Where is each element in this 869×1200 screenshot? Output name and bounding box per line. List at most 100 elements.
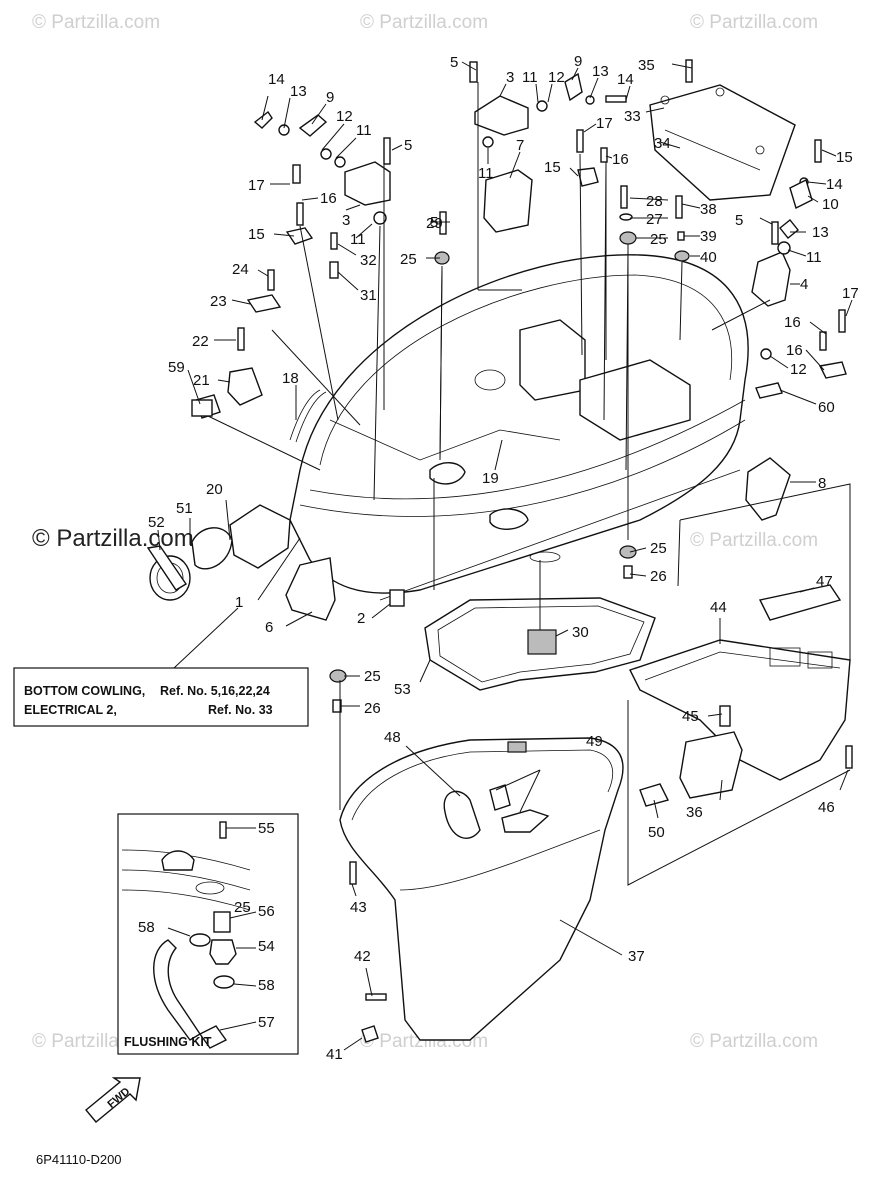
callout: 4 — [800, 276, 808, 293]
callouts: 1 2 3 3 4 5 5 5 5 6 7 8 9 9 10 11 11 11 … — [138, 53, 859, 1063]
callout: 1 — [235, 594, 243, 611]
callout: 17 — [842, 285, 859, 302]
bracket-8 — [745, 457, 791, 521]
ref-box-row2-label: ELECTRICAL 2, — [24, 703, 117, 717]
ref-box-row1-ref: Ref. No. 5,16,22,24 — [160, 684, 270, 698]
callout: 11 — [522, 69, 538, 86]
callout: 8 — [818, 475, 826, 492]
callout: 47 — [816, 573, 833, 590]
callout: 5 — [450, 54, 458, 71]
watermark: © Partzilla.com — [360, 12, 488, 33]
callout: 17 — [596, 115, 613, 132]
bracket-36 — [679, 731, 743, 799]
callout: 42 — [354, 948, 371, 965]
callout: 20 — [206, 481, 223, 498]
callout: 25 — [650, 540, 667, 557]
callout: 30 — [572, 624, 589, 641]
watermark: © Partzilla.com — [690, 530, 818, 551]
watermark: © Partzilla.com — [690, 12, 818, 33]
callout: 11 — [350, 231, 366, 248]
callout: 26 — [364, 700, 381, 717]
callout: 15 — [248, 226, 265, 243]
callout: 7 — [516, 137, 524, 154]
callout: 46 — [818, 799, 835, 816]
bottom-cowling — [289, 254, 749, 601]
callout: 34 — [654, 135, 671, 152]
callout: 10 — [822, 196, 839, 213]
callout: 40 — [700, 249, 717, 266]
callout: 49 — [586, 733, 603, 750]
callout: 36 — [686, 804, 703, 821]
callout: 43 — [350, 899, 367, 916]
label-59 — [191, 399, 213, 417]
callout: 27 — [646, 211, 663, 228]
callout: 50 — [648, 824, 665, 841]
callout: 13 — [592, 63, 609, 80]
callout: 59 — [168, 359, 185, 376]
grommet-50 — [639, 783, 670, 807]
flushing-kit-title: FLUSHING KIT — [124, 1035, 212, 1049]
callout: 56 — [258, 903, 275, 920]
callout: 38 — [700, 201, 717, 218]
callout: 28 — [646, 193, 663, 210]
grommet-45 — [719, 705, 731, 727]
callout: 14 — [617, 71, 634, 88]
diagram-code: 6P41110-D200 — [36, 1152, 122, 1167]
label-60 — [755, 382, 783, 399]
callout: 51 — [176, 500, 193, 517]
bolt-42 — [365, 993, 387, 1001]
flushing-kit-inset: FLUSHING KIT — [117, 813, 299, 1055]
callout: 25 — [650, 231, 667, 248]
callout: 26 — [650, 568, 667, 585]
callout: 21 — [193, 372, 210, 389]
callout: 9 — [574, 53, 582, 70]
ref-box-row1-label: BOTTOM COWLING, — [24, 684, 145, 698]
callout: 57 — [258, 1014, 275, 1031]
callout: 52 — [148, 514, 165, 531]
callout: 16 — [612, 151, 629, 168]
callout: 55 — [258, 820, 275, 837]
electrical-bracket — [649, 59, 796, 201]
callout: 48 — [384, 729, 401, 746]
center-fasteners — [434, 185, 690, 265]
watermark: © Partzilla.com — [690, 1031, 818, 1052]
callout: 3 — [342, 212, 350, 229]
harness-grommet-assembly — [146, 504, 291, 601]
grommet-2 — [389, 589, 405, 607]
callout: 25 — [364, 668, 381, 685]
callout: 11 — [806, 249, 822, 266]
plate-47 — [758, 584, 842, 621]
callout: 58 — [258, 977, 275, 994]
callout: 12 — [790, 361, 807, 378]
lower-cover — [339, 737, 624, 1041]
bolt-46 — [845, 745, 853, 769]
callout: 16 — [320, 190, 337, 207]
callout: 2 — [357, 610, 365, 627]
callout: 45 — [682, 708, 699, 725]
nut-41 — [361, 1025, 379, 1043]
callout: 18 — [282, 370, 299, 387]
callout: 25 — [234, 899, 251, 916]
callout: 22 — [192, 333, 209, 350]
callout: 3 — [506, 69, 514, 86]
mount-bracket-44 — [629, 584, 851, 781]
callout: 16 — [784, 314, 801, 331]
callout: 24 — [232, 261, 249, 278]
reference-box: BOTTOM COWLING, Ref. No. 5,16,22,24 ELEC… — [13, 667, 309, 727]
callout: 23 — [210, 293, 227, 310]
callout: 32 — [360, 252, 377, 269]
callout: 39 — [700, 228, 717, 245]
callout: 9 — [326, 89, 334, 106]
callout: 6 — [265, 619, 273, 636]
callout: 44 — [710, 599, 727, 616]
callout: 13 — [812, 224, 829, 241]
callout: 16 — [786, 342, 803, 359]
callout: 29 — [426, 215, 443, 232]
callout: 33 — [624, 108, 641, 125]
bracket-7 — [483, 169, 533, 233]
fwd-arrow: FWD — [85, 1077, 141, 1123]
callout: 15 — [544, 159, 561, 176]
callout: 54 — [258, 938, 275, 955]
callout: 13 — [290, 83, 307, 100]
